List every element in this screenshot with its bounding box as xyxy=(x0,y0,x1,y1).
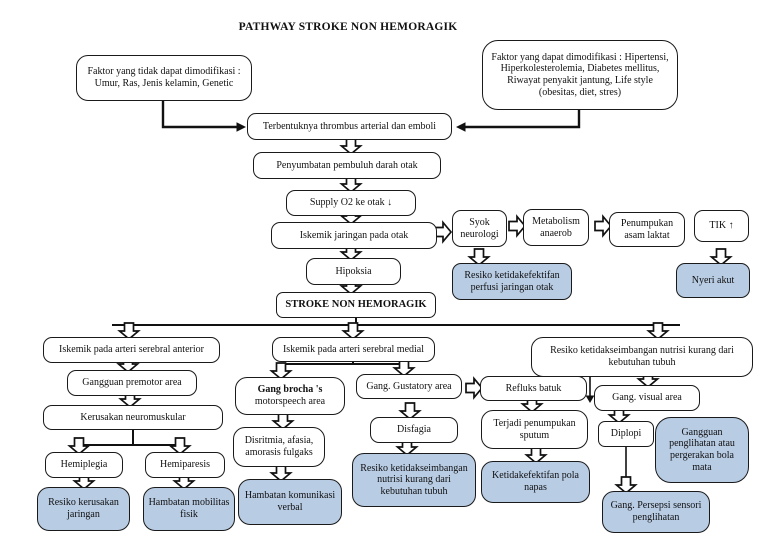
node-label-line1: Gang brocha 's xyxy=(257,384,323,396)
node-syok-neurologi: Syok neurologi xyxy=(452,210,507,247)
node-stroke-non-hemoragik: STROKE NON HEMORAGIK xyxy=(276,292,436,318)
node-label: Terjadi penumpukan sputum xyxy=(493,417,576,441)
node-iskemik-serebral-anterior: Iskemik pada arteri serebral anterior xyxy=(43,337,220,363)
node-diplopi: Diplopi xyxy=(598,421,654,447)
node-label: Resiko ketidakefektifan perfusi jaringan… xyxy=(464,269,560,293)
node-label: Penumpukan asam laktat xyxy=(620,217,674,241)
node-label: Resiko ketidakseimbangan nutrisi kurang … xyxy=(360,462,468,497)
node-hambatan-mobilitas-fisik: Hambatan mobilitas fisik xyxy=(143,487,235,531)
node-hemiplegia: Hemiplegia xyxy=(45,452,123,478)
node-label: Gang brocha 's motorspeech area xyxy=(255,384,325,407)
node-gang-gustatory-area: Gang. Gustatory area xyxy=(356,374,462,399)
node-label: Disfagia xyxy=(397,424,431,436)
node-gang-persepsi-sensori: Gang. Persepsi sensori penglihatan xyxy=(602,491,710,533)
node-iskemik-serebral-medial: Iskemik pada arteri serebral medial xyxy=(272,337,435,362)
arrowhead-left xyxy=(456,122,466,132)
node-label: STROKE NON HEMORAGIK xyxy=(285,298,427,310)
node-tik-naik: TIK ↑ xyxy=(694,210,749,242)
node-label: Diplopi xyxy=(610,428,642,440)
node-label: TIK ↑ xyxy=(709,220,734,232)
node-resiko-nutrisi-kurang-kanan: Resiko ketidakseimbangan nutrisi kurang … xyxy=(531,337,753,377)
node-label: Nyeri akut xyxy=(691,274,735,286)
node-label: Hemiplegia xyxy=(60,459,108,471)
arrowhead-right xyxy=(236,122,246,132)
node-label: Resiko ketidakseimbangan nutrisi kurang … xyxy=(550,345,734,368)
node-hipoksia: Hipoksia xyxy=(306,258,401,285)
arrowhead-down-small xyxy=(585,395,595,403)
node-label: Disritmia, afasia, amorasis fulgaks xyxy=(244,435,314,458)
node-resiko-kerusakan-jaringan: Resiko kerusakan jaringan xyxy=(37,487,130,531)
node-label: Iskemik pada arteri serebral anterior xyxy=(59,344,204,356)
node-refluks-batuk: Refluks batuk xyxy=(480,376,587,401)
node-label: Kerusakan neuromuskular xyxy=(80,411,186,423)
split-lines xyxy=(79,318,680,479)
elbow-arrows xyxy=(161,101,581,129)
node-penumpukan-asam-laktat: Penumpukan asam laktat xyxy=(609,212,685,247)
node-label: Hambatan mobilitas fisik xyxy=(148,497,230,520)
node-terjadi-penumpukan-sputum: Terjadi penumpukan sputum xyxy=(481,410,588,449)
node-kerusakan-neuromuskular: Kerusakan neuromuskular xyxy=(43,405,223,430)
node-supply-o2-turun: Supply O2 ke otak ↓ xyxy=(286,190,416,216)
node-disritmia-afasia: Disritmia, afasia, amorasis fulgaks xyxy=(233,427,325,467)
node-label: Iskemik jaringan pada otak xyxy=(299,229,409,241)
node-hemiparesis: Hemiparesis xyxy=(145,452,225,478)
node-label: Gangguan premotor area xyxy=(82,377,182,389)
node-label: Ketidakefektifan pola napas xyxy=(492,470,579,493)
node-label: Syok neurologi xyxy=(460,216,499,240)
node-label: Refluks batuk xyxy=(505,382,562,394)
node-penyumbatan-pembuluh: Penyumbatan pembuluh darah otak xyxy=(253,152,441,179)
node-disfagia: Disfagia xyxy=(370,417,458,443)
node-ketidakefektifan-pola-napas: Ketidakefektifan pola napas xyxy=(481,461,590,503)
node-label: Resiko kerusakan jaringan xyxy=(48,497,119,520)
node-label: Terbentuknya thrombus arterial dan embol… xyxy=(262,120,437,132)
node-label: Metabolism anaerob xyxy=(532,215,580,239)
node-hambatan-komunikasi-verbal: Hambatan komunikasi verbal xyxy=(238,479,342,525)
node-label: Gangguan penglihatan atau pergerakan bol… xyxy=(669,426,735,473)
node-gang-visual-area: Gang. visual area xyxy=(594,385,700,411)
node-label-line2: motorspeech area xyxy=(254,396,326,407)
node-metabolism-anaerob: Metabolism anaerob xyxy=(523,209,589,246)
node-label: Faktor yang dapat dimodifikasi : Hiperte… xyxy=(491,51,669,98)
node-nyeri-akut: Nyeri akut xyxy=(676,263,750,298)
page-title: PATHWAY STROKE NON HEMORAGIK xyxy=(238,21,458,33)
node-resiko-nutrisi-kurang-tengah: Resiko ketidakseimbangan nutrisi kurang … xyxy=(352,453,476,507)
node-label: Penyumbatan pembuluh darah otak xyxy=(276,159,418,171)
node-gangguan-premotor: Gangguan premotor area xyxy=(67,370,197,396)
node-label: Hipoksia xyxy=(335,265,372,277)
node-label: Iskemik pada arteri serebral medial xyxy=(282,343,425,355)
node-gang-brocha-motorspeech: Gang brocha 's motorspeech area xyxy=(235,377,345,415)
node-label: Gang. Gustatory area xyxy=(366,380,452,392)
node-resiko-perfusi-jaringan-otak: Resiko ketidakefektifan perfusi jaringan… xyxy=(452,263,572,300)
node-label: Gang. Persepsi sensori penglihatan xyxy=(610,500,702,523)
node-label: Faktor yang tidak dapat dimodifikasi : U… xyxy=(87,66,241,89)
node-thrombus-emboli: Terbentuknya thrombus arterial dan embol… xyxy=(247,113,452,140)
node-label: Gang. visual area xyxy=(612,392,682,404)
node-faktor-dapat-dimodifikasi: Faktor yang dapat dimodifikasi : Hiperte… xyxy=(482,40,678,110)
node-gangguan-penglihatan-bola-mata: Gangguan penglihatan atau pergerakan bol… xyxy=(655,417,749,483)
node-iskemik-jaringan-otak: Iskemik jaringan pada otak xyxy=(271,222,437,249)
node-label: Supply O2 ke otak ↓ xyxy=(309,197,393,209)
node-label: Hambatan komunikasi verbal xyxy=(244,490,336,513)
node-label: Hemiparesis xyxy=(160,459,210,471)
node-faktor-tidak-dapat-dimodifikasi: Faktor yang tidak dapat dimodifikasi : U… xyxy=(76,55,252,101)
